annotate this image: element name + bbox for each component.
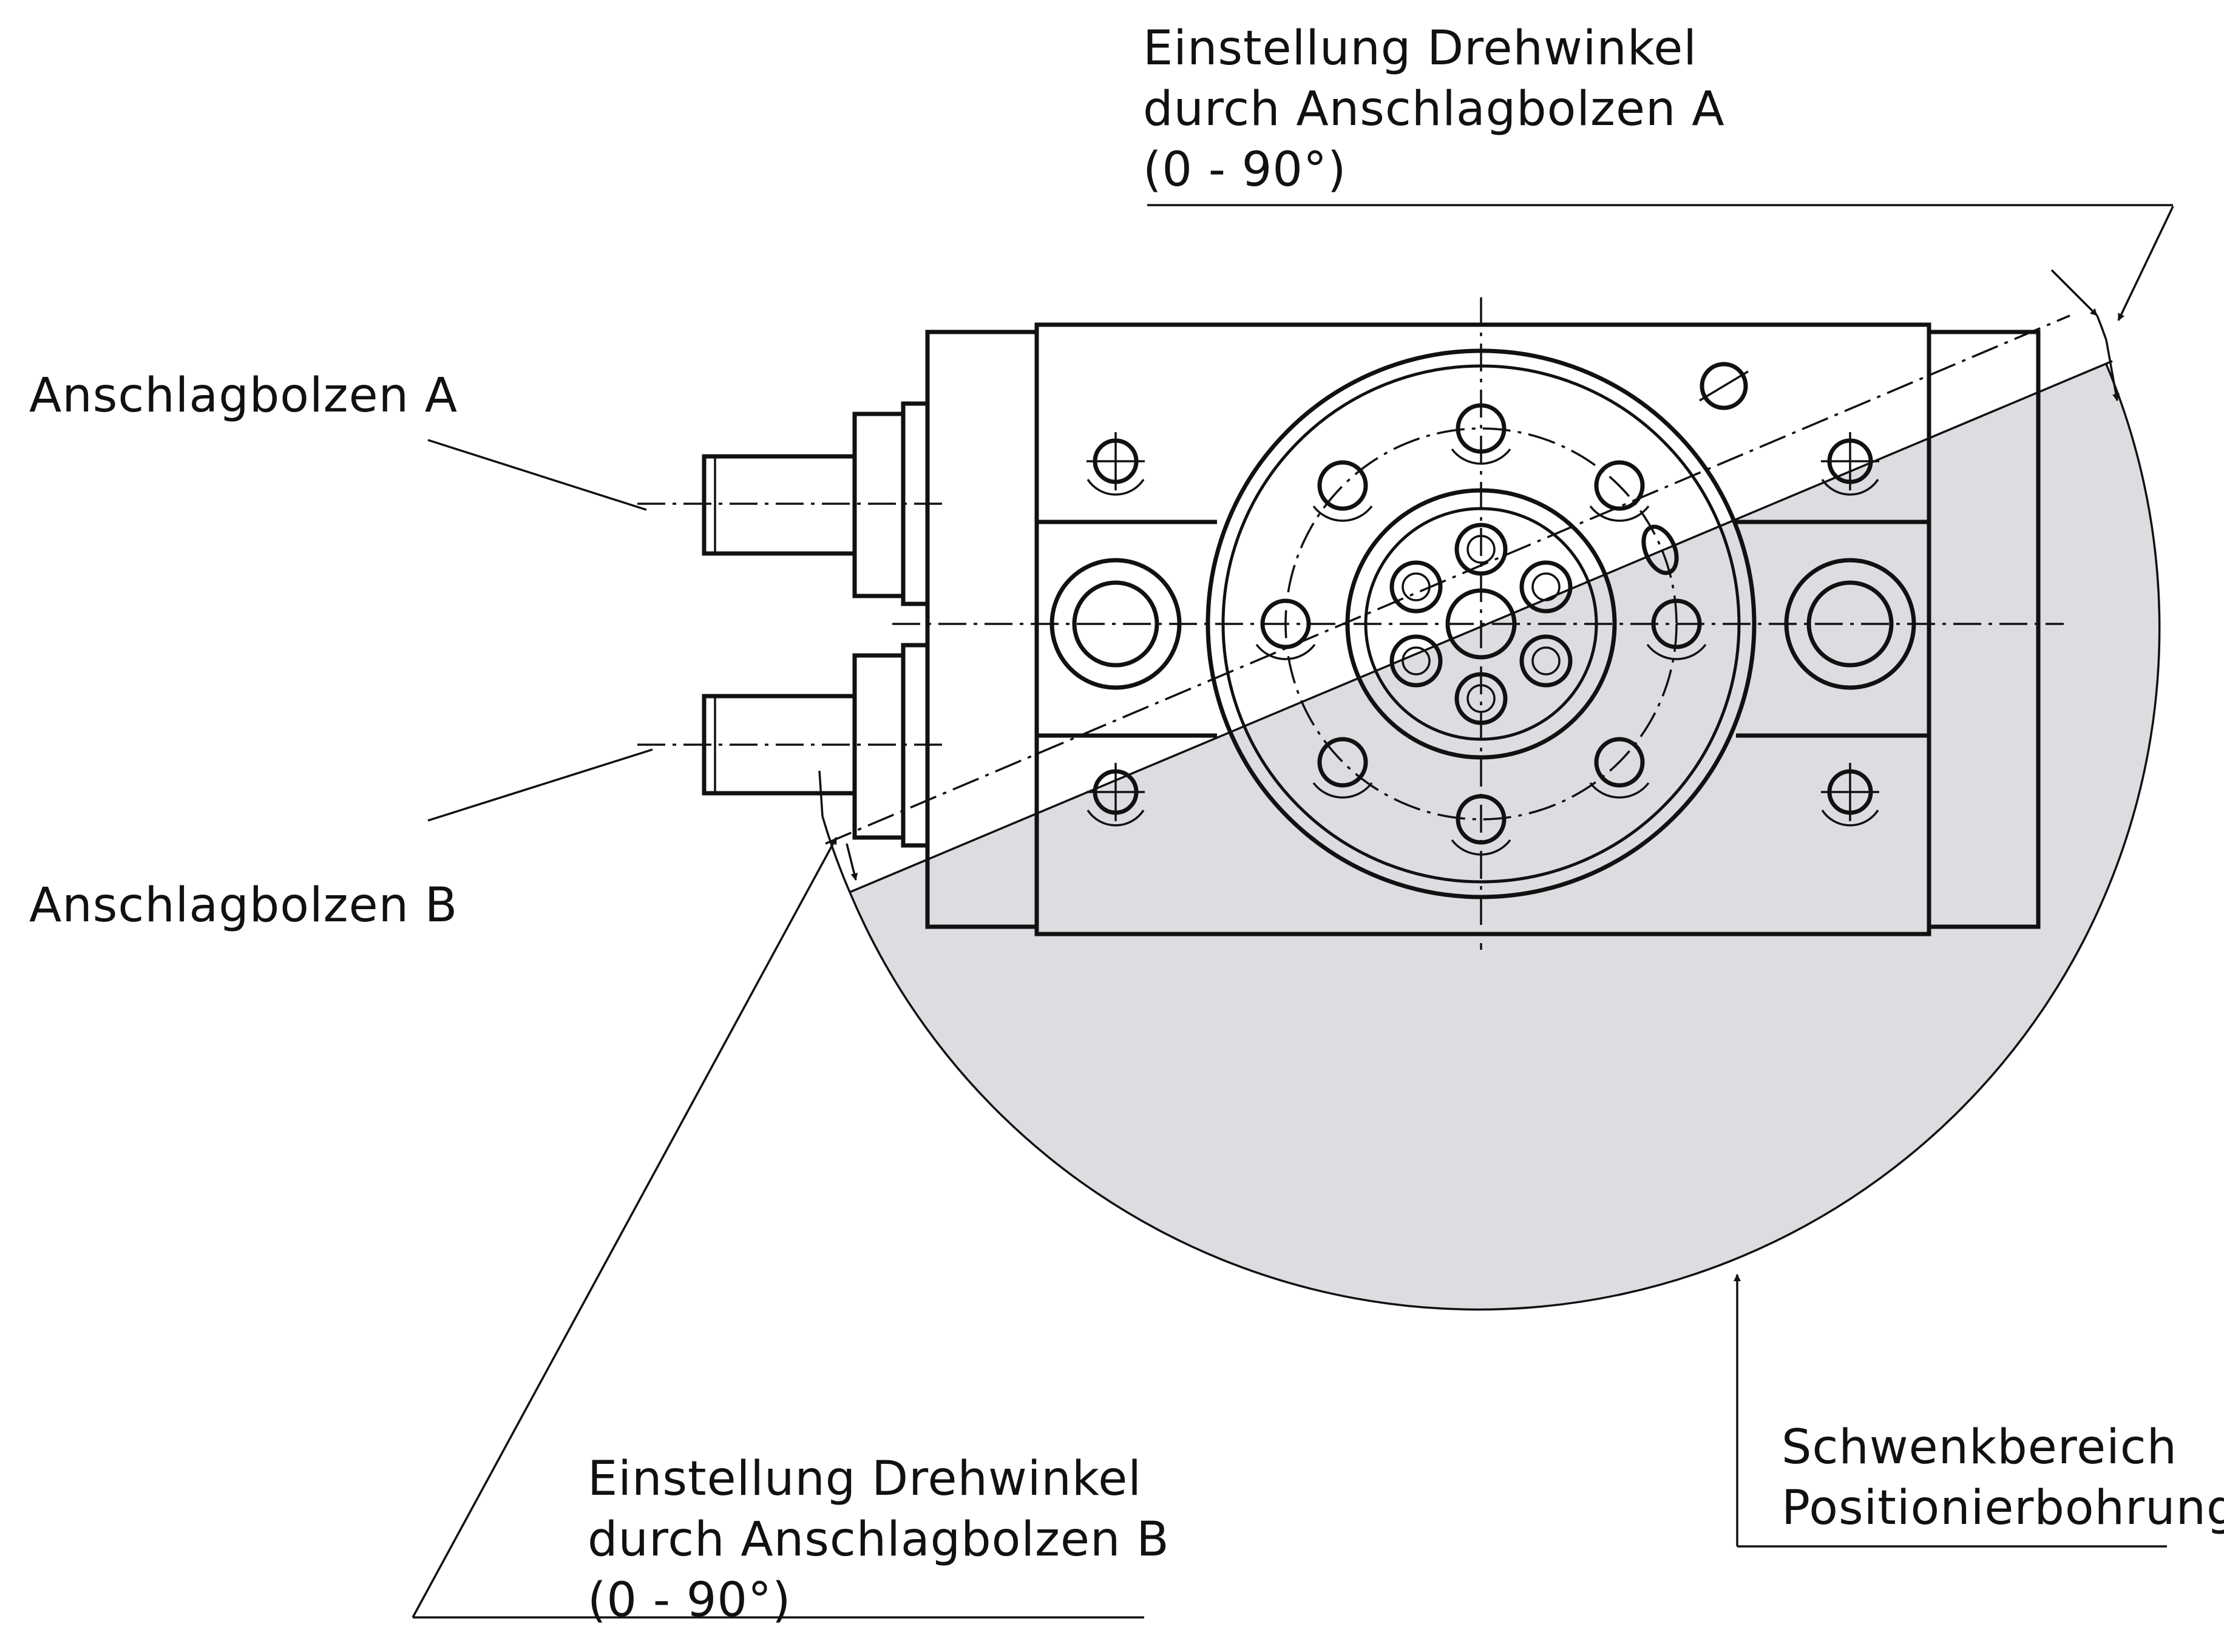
label-angle-a-line1: Einstellung Drehwinkel <box>1143 21 1697 76</box>
label-swing-range-line2: Positionierbohrung <box>1782 1481 2224 1535</box>
inner-hole-pattern <box>1389 523 1573 725</box>
label-angle-a: Einstellung Drehwinkel durch Anschlagbol… <box>1143 18 1725 200</box>
label-angle-b-line2: durch Anschlagbolzen B <box>588 1512 1170 1567</box>
label-angle-a-line3: (0 - 90°) <box>1143 143 1347 197</box>
label-swing-range: Schwenkbereich Positionierbohrung <box>1782 1417 2224 1539</box>
label-stop-bolt-b-text: Anschlagbolzen B <box>29 878 458 933</box>
stop-bolt-b <box>637 643 947 848</box>
label-angle-b-line1: Einstellung Drehwinkel <box>588 1452 1142 1506</box>
label-stop-bolt-a-text: Anschlagbolzen A <box>29 368 458 423</box>
swing-range-arc <box>849 364 2161 1311</box>
label-swing-range-line1: Schwenkbereich <box>1782 1420 2178 1475</box>
angle-b-arrows <box>412 770 858 1618</box>
label-angle-a-line2: durch Anschlagbolzen A <box>1143 82 1725 137</box>
label-stop-bolt-b: Anschlagbolzen B <box>29 875 458 936</box>
angle-a-arrows <box>2050 206 2174 401</box>
label-angle-b-line3: (0 - 90°) <box>588 1573 792 1628</box>
center-lines <box>892 297 2064 950</box>
leader-lines <box>413 204 2173 1619</box>
angle-reference-lines <box>825 314 2113 893</box>
label-angle-b: Einstellung Drehwinkel durch Anschlagbol… <box>588 1449 1170 1631</box>
swing-range-area <box>850 364 2160 1310</box>
actuator-housing <box>925 322 2041 936</box>
stop-bolt-a <box>637 401 947 606</box>
label-stop-bolt-a: Anschlagbolzen A <box>29 365 458 426</box>
